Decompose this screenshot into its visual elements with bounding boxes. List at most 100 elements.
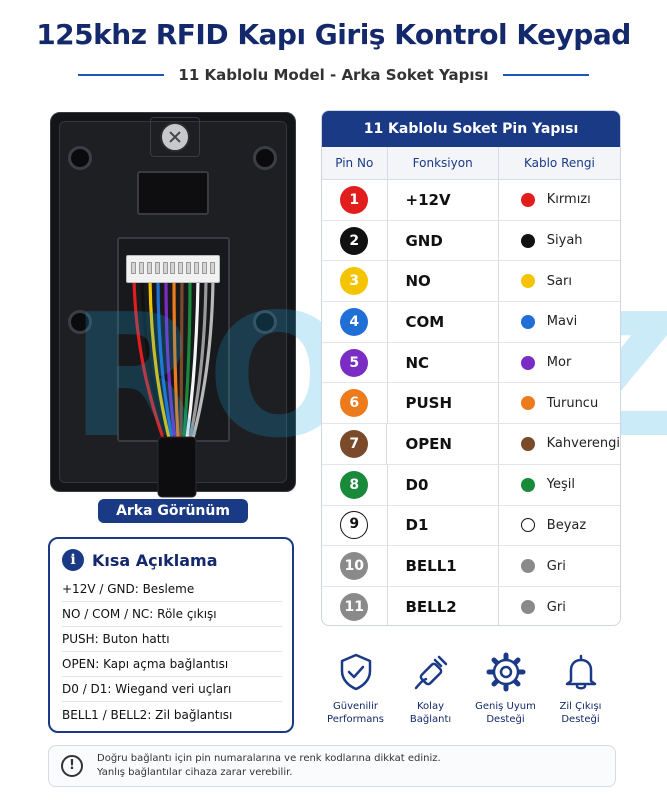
pin-function-cell: GND [388,220,499,261]
wire-gray-1 [188,278,208,440]
color-name: Kırmızı [546,192,591,208]
warning-line-1: Doğru bağlantı için pin numaralarına ve … [97,753,441,764]
screw-mount [150,117,200,157]
pin-color-cell: Yeşil [499,465,620,505]
pin-color-cell: Gri [499,546,620,586]
color-name: Kahverengi [546,436,620,452]
pin-number-cell: 7 [322,424,388,464]
wire-blue [156,278,174,440]
color-name: Gri [546,599,566,615]
pin-number-cell: 2 [322,220,388,261]
bell-icon [565,654,596,690]
page-subtitle: 11 Kablolu Model - Arka Soket Yapısı [178,66,489,84]
color-name: Siyah [546,233,583,249]
pin-number-cell: 9 [322,505,388,546]
pin-function-cell: +12V [388,180,499,220]
wire-yellow [148,278,171,440]
mounting-hole-top-right [253,146,277,170]
color-name: Mavi [546,314,578,330]
table-row: 5 NC Mor [322,342,620,384]
color-name: Sarı [546,273,572,289]
color-dot [520,274,535,289]
pin-function-cell: PUSH [388,383,499,424]
warning-box: ! Doğru bağlantı için pin numaralarına v… [48,745,616,787]
pin-function-cell: D0 [388,464,499,505]
wire-purple [164,278,177,440]
pin-number-badge: 4 [340,307,369,336]
pin-number-cell: 5 [322,342,388,383]
pin-number-badge: 5 [340,348,369,377]
cable-sheath [157,436,197,498]
wire-brown [179,278,184,440]
wire-green [182,278,192,440]
color-dot [520,233,535,248]
pin-color-cell: Turuncu [499,383,620,423]
header-pin-no: Pin No [322,147,388,179]
pin-number-cell: 1 [322,180,388,220]
wire-black [140,278,168,440]
pin-number-badge: 8 [340,470,369,499]
pin-function-cell: OPEN [387,424,499,464]
description-box: i Kısa Açıklama +12V / GND: Besleme NO /… [48,537,294,733]
pin-table: 11 Kablolu Soket Pin Yapısı Pin No Fonks… [321,110,621,626]
color-dot [520,436,535,451]
header-function: Fonksiyon [388,147,499,179]
pin-function-cell: D1 [388,505,499,546]
pin-table-header: Pin No Fonksiyon Kablo Rengi [322,147,620,180]
pin-color-cell: Siyah [499,221,620,261]
device-slot [137,171,209,215]
wire-white [185,278,200,440]
color-dot [520,396,535,411]
mounting-hole-mid-right [253,310,277,334]
pin-number-badge: 2 [340,226,369,255]
rear-view-caption: Arka Görünüm [98,499,248,523]
pin-number-badge: 1 [340,185,369,214]
exclamation-icon: ! [61,755,83,777]
description-title: Kısa Açıklama [92,550,218,570]
description-header: i Kısa Açıklama [62,549,218,571]
subtitle-divider-right [502,74,589,76]
wire-bundle [132,278,215,498]
pin-color-cell: Gri [499,587,620,625]
pin-number-cell: 4 [322,302,388,342]
warning-text: Doğru bağlantı için pin numaralarına ve … [97,752,441,780]
description-item: NO / COM / NC: Röle çıkışı [62,602,282,627]
color-name: Yeşil [546,477,575,493]
pin-table-title: 11 Kablolu Soket Pin Yapısı [322,111,620,147]
description-list: +12V / GND: Besleme NO / COM / NC: Röle … [62,577,282,727]
connector-plug-icon [414,655,447,690]
color-name: Mor [546,355,572,371]
subtitle-row: 11 Kablolu Model - Arka Soket Yapısı [0,64,667,86]
pin-number-cell: 11 [322,586,388,625]
pin-function-cell: BELL2 [388,586,499,625]
info-icon: i [62,549,84,571]
color-name: Turuncu [546,395,599,411]
table-row: 2 GND Siyah [322,220,620,262]
color-dot [520,600,535,615]
page-title: 125khz RFID Kapı Giriş Kontrol Keypad [36,18,631,51]
pin-color-cell: Beyaz [499,506,620,546]
connector-pins [131,262,215,274]
screw-icon [160,122,190,152]
pin-function-cell: NC [388,342,499,383]
color-dot [520,559,535,574]
description-item: BELL1 / BELL2: Zil bağlantısı [62,707,233,722]
color-dot [520,477,535,492]
pin-number-badge: 10 [340,552,369,581]
pin-function-cell: NO [388,261,499,302]
pin-function-cell: BELL1 [388,546,499,586]
